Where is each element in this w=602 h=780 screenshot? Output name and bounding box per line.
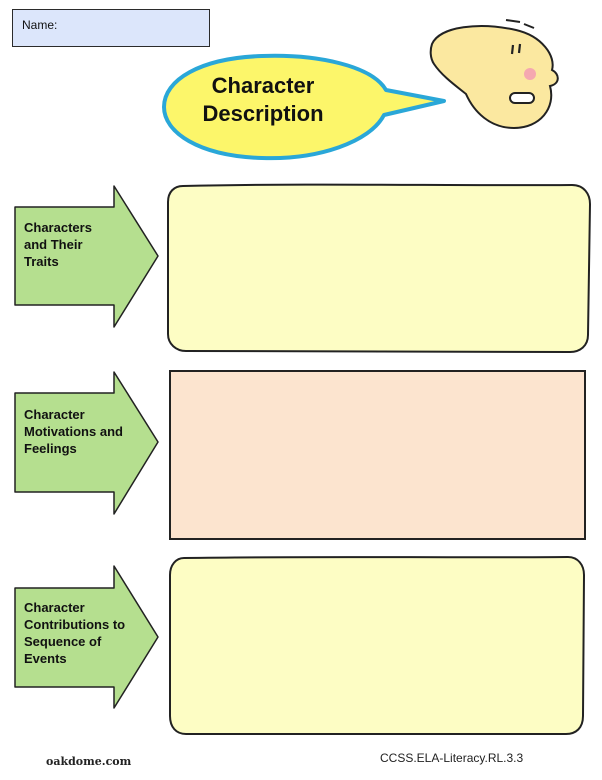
row-2-arrow bbox=[14, 371, 159, 515]
row-3-label-line: Events bbox=[24, 651, 67, 666]
name-field[interactable]: Name: bbox=[12, 9, 210, 47]
footer-site: oakdome.com bbox=[46, 755, 132, 768]
row-3-arrow bbox=[14, 565, 159, 709]
row-1-box[interactable] bbox=[167, 183, 592, 354]
title-line-1: Character bbox=[211, 73, 315, 98]
row-1-label-line: and Their bbox=[24, 237, 83, 252]
cartoon-face-icon bbox=[429, 19, 559, 130]
page-title: Character Description bbox=[178, 72, 348, 128]
row-3-label-line: Character bbox=[24, 600, 85, 615]
row-3-box[interactable] bbox=[169, 555, 586, 735]
name-label: Name: bbox=[22, 18, 58, 32]
title-line-2: Description bbox=[202, 101, 324, 126]
row-1-label-line: Characters bbox=[24, 220, 92, 235]
row-1-arrow bbox=[14, 185, 159, 328]
row-2-label-line: Motivations and bbox=[24, 424, 123, 439]
row-1-label: Characters and Their Traits bbox=[24, 219, 144, 270]
footer-standard: CCSS.ELA-Literacy.RL.3.3 bbox=[380, 751, 524, 765]
row-2-label-line: Feelings bbox=[24, 441, 77, 456]
row-2-label: Character Motivations and Feelings bbox=[24, 406, 144, 457]
row-1-label-line: Traits bbox=[24, 254, 59, 269]
row-3-label-line: Contributions to bbox=[24, 617, 126, 632]
row-2-box[interactable] bbox=[169, 370, 586, 540]
row-2-label-line: Character bbox=[24, 407, 85, 422]
row-3-label: Character Contributions to Sequence of E… bbox=[24, 599, 144, 667]
row-3-label-line: Sequence of bbox=[24, 634, 102, 649]
speech-bubble-icon bbox=[162, 53, 446, 161]
